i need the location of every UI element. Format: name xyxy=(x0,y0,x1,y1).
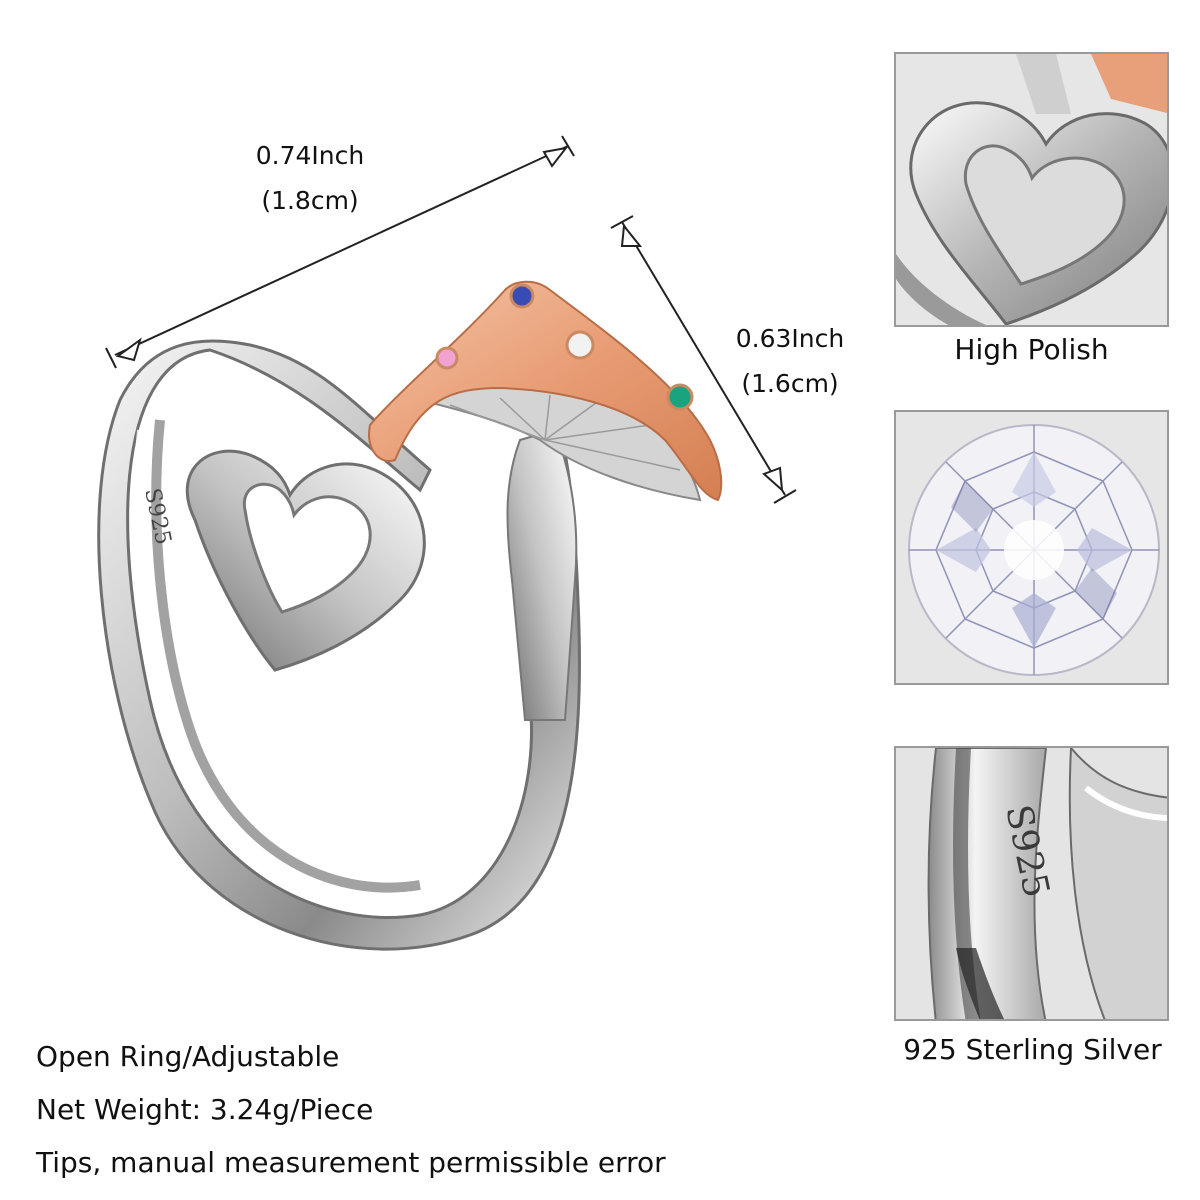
height-dimension-arrow xyxy=(610,215,797,504)
green-gem xyxy=(666,383,694,411)
heart-closeup-image xyxy=(896,54,1167,325)
round-cut-gem-image xyxy=(896,412,1167,683)
mushroom-cap xyxy=(368,280,723,502)
caption-sterling-silver: 925 Sterling Silver xyxy=(903,1033,1162,1066)
width-measurement: 0.74Inch (1.8cm) xyxy=(205,133,415,223)
spec-net-weight: Net Weight: 3.24g/Piece xyxy=(36,1093,374,1126)
ring-illustration: S925 xyxy=(97,135,797,951)
width-dimension-arrow xyxy=(105,135,575,369)
height-measurement: 0.63Inch (1.6cm) xyxy=(690,316,890,406)
spec-open-ring: Open Ring/Adjustable xyxy=(36,1040,340,1073)
blue-gem xyxy=(509,283,535,309)
white-gem xyxy=(565,330,595,360)
pink-gem xyxy=(435,346,459,370)
detail-panel-gem xyxy=(894,410,1169,685)
height-inch-label: 0.63Inch xyxy=(735,324,845,353)
detail-panel-polish xyxy=(894,52,1169,327)
height-cm-label: (1.6cm) xyxy=(741,369,839,398)
detail-panel-sterling: S925 xyxy=(894,746,1169,1021)
mushroom-stem xyxy=(506,428,578,721)
spec-tips: Tips, manual measurement permissible err… xyxy=(36,1146,666,1179)
ring-band xyxy=(97,339,581,951)
band-engraving: S925 xyxy=(139,486,175,547)
caption-high-polish: High Polish xyxy=(954,333,1109,366)
heart-cutout xyxy=(242,482,372,614)
width-inch-label: 0.74Inch xyxy=(255,141,365,170)
s925-stamp-closeup-image: S925 xyxy=(896,748,1167,1019)
width-cm-label: (1.8cm) xyxy=(261,186,359,215)
